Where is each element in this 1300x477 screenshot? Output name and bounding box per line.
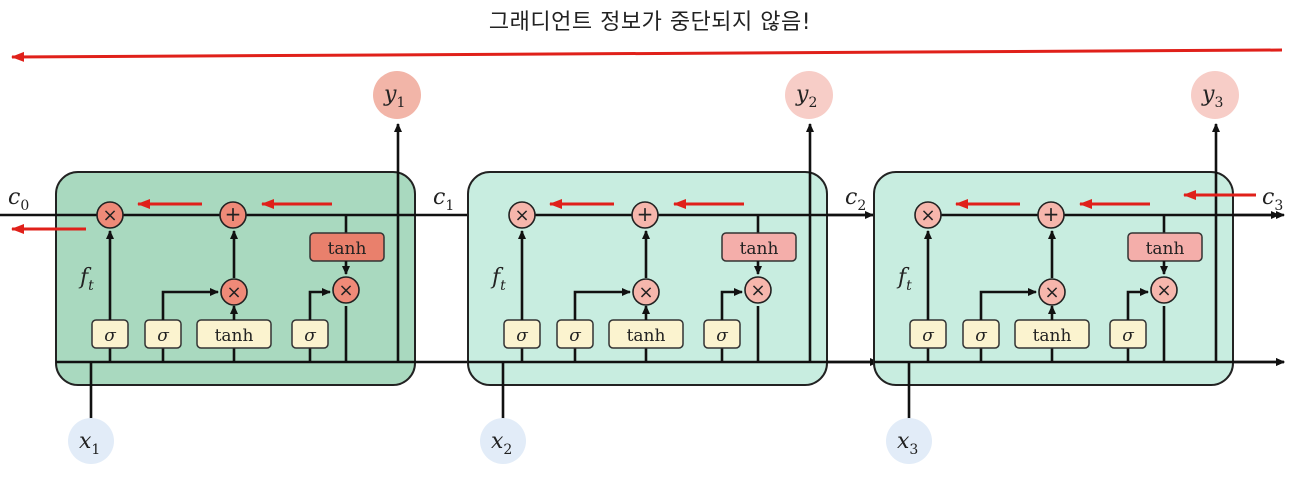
add-op-symbol: + <box>1043 202 1060 226</box>
x-input-node: x3 <box>886 418 932 464</box>
gate-label-1: σ <box>104 326 116 346</box>
gate-label-1: σ <box>922 326 934 346</box>
x-input-label: x3 <box>897 429 918 458</box>
y-output-label: y1 <box>383 82 405 111</box>
forget-multiply-op: × <box>508 201 536 229</box>
y-output-circle <box>373 71 421 119</box>
y-output-label: y2 <box>795 82 817 111</box>
output-gate-line <box>720 288 743 320</box>
output-tanh-label: tanh <box>328 239 367 259</box>
gate-label-4: σ <box>1122 326 1134 346</box>
x-input-node: x1 <box>68 418 114 464</box>
add-op: + <box>219 201 247 229</box>
input-multiply-op-circle <box>632 278 660 306</box>
y-output-circle <box>785 71 833 119</box>
input-multiply-op-symbol: × <box>1044 282 1059 303</box>
y-output-node: y2 <box>785 71 833 119</box>
y-output-label: y3 <box>1201 82 1223 111</box>
forget-multiply-op-symbol: × <box>514 205 529 226</box>
add-op-circle <box>1037 201 1065 229</box>
add-op: + <box>631 201 659 229</box>
add-op-symbol: + <box>637 202 654 226</box>
input-multiply-op-symbol: × <box>638 282 653 303</box>
forget-multiply-op: × <box>914 201 942 229</box>
gate-label-2: σ <box>569 326 581 346</box>
input-multiply-op: × <box>1038 278 1066 306</box>
forget-multiply-op-circle <box>914 201 942 229</box>
output-tanh-label: tanh <box>740 239 779 259</box>
global-gradient-arrow <box>11 48 1283 62</box>
y-output-node: y1 <box>373 71 421 119</box>
y-output-circle <box>1191 71 1239 119</box>
input-multiply-op: × <box>220 278 248 306</box>
x-input-label: x2 <box>491 429 512 458</box>
output-gate-line <box>308 288 331 320</box>
y-output-node: y3 <box>1191 71 1239 119</box>
c-label: c3 <box>1262 185 1283 214</box>
output-gate-line <box>1126 288 1149 320</box>
c0-label: c0 <box>8 185 29 214</box>
c-label: c1 <box>433 185 454 214</box>
x-input-circle <box>886 418 932 464</box>
gate-label-3: tanh <box>627 326 666 346</box>
input-multiply-op-circle <box>220 278 248 306</box>
input-multiply-op: × <box>632 278 660 306</box>
gate-label-3: tanh <box>215 326 254 346</box>
add-op-circle <box>219 201 247 229</box>
output-multiply-op-symbol: × <box>750 280 765 301</box>
forget-multiply-op-circle <box>508 201 536 229</box>
output-multiply-op: × <box>744 276 772 304</box>
c-label: c2 <box>845 185 866 214</box>
forget-multiply-op-symbol: × <box>102 205 117 226</box>
add-op: + <box>1037 201 1065 229</box>
diagram-title: 그래디언트 정보가 중단되지 않음! <box>488 10 812 35</box>
output-tanh-label: tanh <box>1146 239 1185 259</box>
gate-label-2: σ <box>157 326 169 346</box>
x-input-label: x1 <box>79 429 100 458</box>
add-op-symbol: + <box>225 202 242 226</box>
output-multiply-op-circle <box>332 276 360 304</box>
output-multiply-op-circle <box>744 276 772 304</box>
input-multiply-op-symbol: × <box>226 282 241 303</box>
add-op-circle <box>631 201 659 229</box>
output-multiply-op-symbol: × <box>338 280 353 301</box>
output-multiply-op: × <box>332 276 360 304</box>
gate-label-3: tanh <box>1033 326 1072 346</box>
gate-label-2: σ <box>975 326 987 346</box>
forget-multiply-op: × <box>96 201 124 229</box>
forget-multiply-op-symbol: × <box>920 205 935 226</box>
input-gate-line <box>979 288 1037 320</box>
x-input-circle <box>68 418 114 464</box>
output-multiply-op-circle <box>1150 276 1178 304</box>
gate-label-4: σ <box>304 326 316 346</box>
forget-multiply-op-circle <box>96 201 124 229</box>
gate-label-4: σ <box>716 326 728 346</box>
gate-label-1: σ <box>516 326 528 346</box>
input-multiply-op-circle <box>1038 278 1066 306</box>
x-input-node: x2 <box>480 418 526 464</box>
output-multiply-op-symbol: × <box>1156 280 1171 301</box>
x-input-circle <box>480 418 526 464</box>
input-gate-line <box>573 288 631 320</box>
output-multiply-op: × <box>1150 276 1178 304</box>
input-gate-line <box>161 288 219 320</box>
